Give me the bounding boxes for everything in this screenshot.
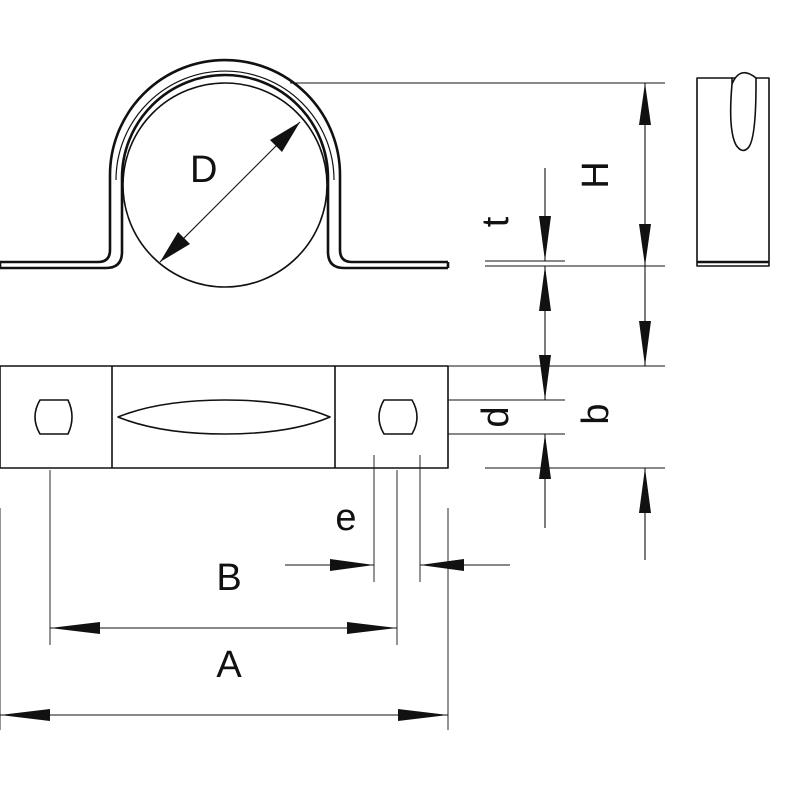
side-view <box>696 71 770 267</box>
diameter-arrow-bottom <box>160 232 190 262</box>
extension-lines <box>0 82 665 730</box>
dimension-t: t <box>475 168 551 311</box>
diameter-arrow-top <box>270 122 300 152</box>
side-view-slot <box>729 71 757 152</box>
pipe-circle <box>122 82 328 288</box>
center-rib <box>117 399 331 435</box>
dimension-H: H <box>575 83 651 266</box>
clamp-strap-inner <box>0 73 448 270</box>
label-D: D <box>190 149 217 191</box>
label-A: A <box>216 644 242 686</box>
dimension-e: e <box>285 497 510 571</box>
dimension-A: A <box>0 644 448 721</box>
mounting-hole-right <box>378 399 418 435</box>
front-view: D <box>0 58 450 288</box>
top-view <box>0 365 449 469</box>
mounting-hole-left <box>34 399 73 435</box>
label-b: b <box>575 403 617 424</box>
clamp-strap-mid <box>115 70 335 181</box>
label-d: d <box>475 406 517 427</box>
label-H: H <box>575 161 617 188</box>
label-e: e <box>335 497 356 539</box>
label-t: t <box>475 216 517 227</box>
clamp-strap-outer <box>0 58 448 264</box>
dimension-b: b <box>575 266 651 560</box>
dimension-B: B <box>50 557 397 634</box>
dimension-d: d <box>475 310 551 528</box>
label-B: B <box>216 557 241 599</box>
